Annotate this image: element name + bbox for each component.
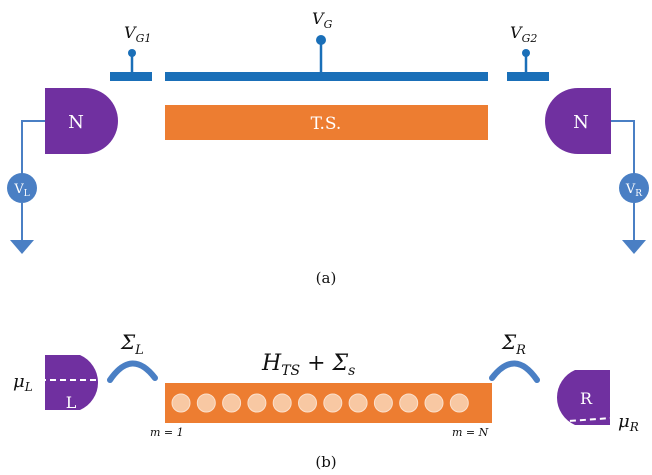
chain-site: [449, 393, 469, 413]
chain-sites: [171, 393, 469, 413]
chain-site: [222, 393, 242, 413]
chain-site: [323, 393, 343, 413]
ts-label: T.S.: [311, 114, 342, 134]
chain-site: [298, 393, 317, 413]
left-lead-reservoir: [45, 355, 99, 410]
site-last-label: m = N: [452, 426, 489, 439]
right-ground-arrow: [622, 240, 646, 254]
chain-site: [272, 393, 292, 413]
gate-main-label: VG: [312, 9, 333, 31]
site-first-label: m = 1: [150, 426, 184, 439]
panel-b-caption: (b): [315, 453, 336, 471]
gate-left-electrode: [110, 72, 152, 81]
gate-main-terminal: [316, 35, 326, 45]
sigma-left-coupling: [107, 360, 158, 383]
left-lead-label: N: [68, 112, 84, 133]
right-source-wire: [611, 120, 635, 174]
right-fermi-level: [539, 417, 613, 424]
right-source-label: VR: [625, 182, 642, 199]
gate-left-label: VG1: [124, 23, 151, 45]
left-source-label: VL: [13, 182, 29, 199]
left-normal-lead: [45, 88, 118, 154]
right-voltage-source: [619, 173, 649, 203]
chain-site: [373, 393, 393, 413]
panel-a: VG1 VG VG2 T.S. N N VL VR: [7, 9, 649, 287]
panel-b: L μL ΣL HTS + Σs m = 1 m = N ΣR R: [13, 330, 639, 471]
chain-site: [171, 393, 191, 413]
left-voltage-source: [7, 173, 37, 203]
hamiltonian-label: HTS + Σs: [261, 351, 355, 379]
sigma-right-coupling: [489, 360, 540, 383]
chain-site: [247, 393, 267, 413]
gate-main-electrode: [165, 72, 488, 81]
chain-site: [196, 393, 216, 413]
gate-left-terminal: [128, 49, 136, 57]
ts-wire: [165, 105, 488, 140]
right-reservoir-label: R: [580, 389, 593, 408]
chain-site: [399, 393, 419, 413]
sigma-left-label: ΣL: [120, 330, 144, 358]
right-normal-lead: [545, 88, 611, 154]
mu-left-label: μL: [13, 371, 33, 394]
right-lead-label: N: [573, 112, 589, 133]
right-lead-reservoir: [556, 370, 610, 425]
gate-right-terminal: [522, 49, 530, 57]
left-ground-arrow: [10, 240, 34, 254]
gate-right-electrode: [507, 72, 549, 81]
chain-site: [424, 393, 444, 413]
left-reservoir-label: L: [66, 393, 77, 412]
sigma-right-label: ΣR: [501, 330, 526, 358]
left-source-wire: [21, 120, 45, 174]
mu-right-label: μR: [618, 411, 639, 434]
chain-site: [348, 393, 368, 413]
panel-a-caption: (a): [316, 269, 337, 287]
gate-right-label: VG2: [510, 23, 537, 45]
